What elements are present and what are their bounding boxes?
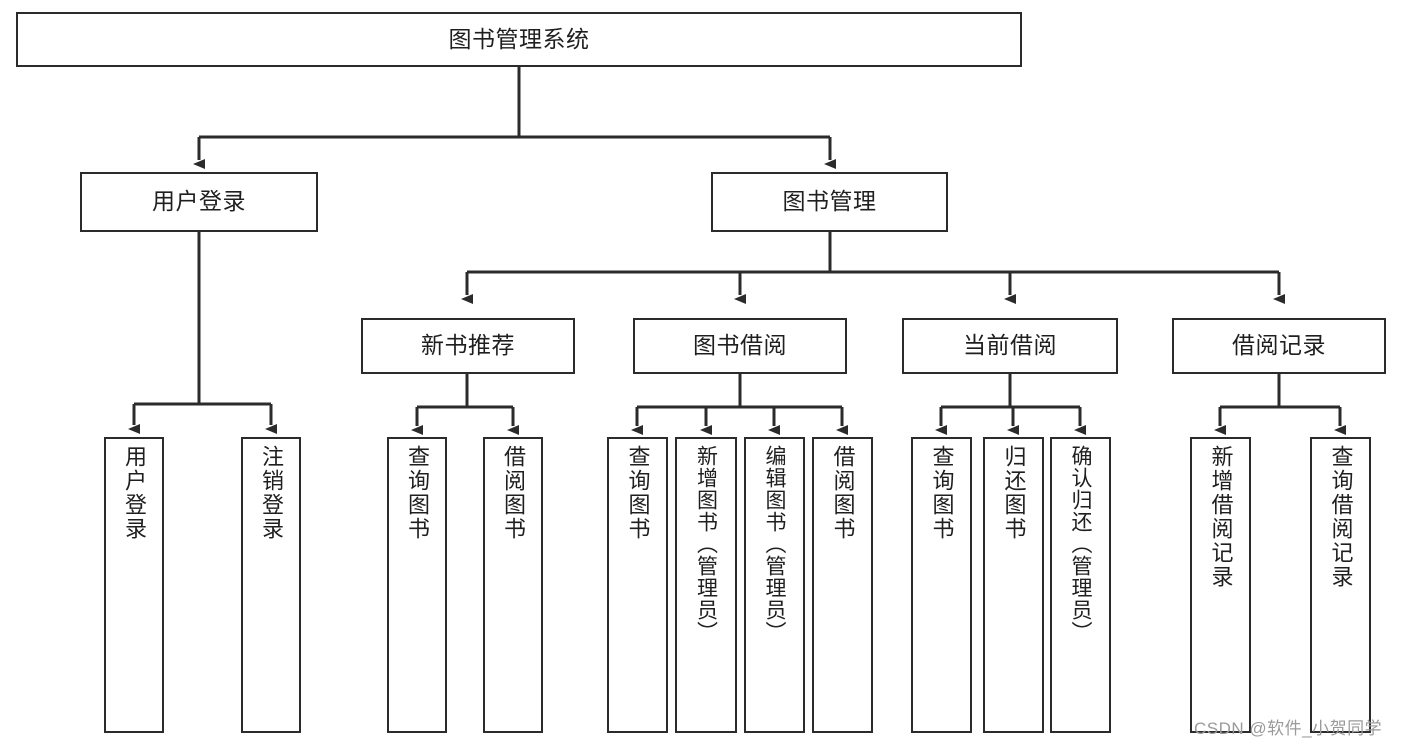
node-current-borrow-label: 当前借阅 [963,332,1057,359]
node-borrow-record-label: 借阅记录 [1232,332,1326,359]
node-new-book-recommend-label: 新书推荐 [421,332,515,359]
node-book-borrow[interactable]: 图书借阅 [633,318,847,374]
node-leaf-query-book-1-label: 查询图书 [405,445,430,541]
node-leaf-confirm-return[interactable]: 确认归还（管理员） [1050,437,1111,733]
node-leaf-borrow-book-1[interactable]: 借阅图书 [483,437,543,733]
node-leaf-logout-label: 注销登录 [259,445,284,541]
node-user-login-label: 用户登录 [152,188,246,215]
node-leaf-borrow-book-2-label: 借阅图书 [830,445,856,541]
node-leaf-query-book-3[interactable]: 查询图书 [911,437,972,733]
node-leaf-return-book-label: 归还图书 [1001,445,1027,541]
node-leaf-query-book-2[interactable]: 查询图书 [607,437,668,733]
node-leaf-return-book[interactable]: 归还图书 [983,437,1044,733]
node-root-label: 图书管理系统 [448,25,590,52]
node-leaf-query-book-1[interactable]: 查询图书 [387,437,447,733]
node-leaf-query-record[interactable]: 查询借阅记录 [1310,437,1371,733]
node-leaf-edit-book-label: 编辑图书（管理员） [763,445,786,643]
node-leaf-query-book-2-label: 查询图书 [625,445,651,541]
node-current-borrow[interactable]: 当前借阅 [902,318,1118,374]
node-leaf-add-book-label: 新增图书（管理员） [694,445,718,643]
node-root[interactable]: 图书管理系统 [16,12,1022,67]
node-leaf-user-login-label: 用户登录 [122,445,147,541]
node-leaf-borrow-book-1-label: 借阅图书 [501,445,526,541]
node-leaf-query-book-3-label: 查询图书 [929,445,955,541]
node-leaf-borrow-book-2[interactable]: 借阅图书 [812,437,873,733]
node-leaf-user-login[interactable]: 用户登录 [104,437,164,733]
node-leaf-query-record-label: 查询借阅记录 [1328,445,1354,589]
node-leaf-add-record-label: 新增借阅记录 [1208,445,1234,589]
node-leaf-logout[interactable]: 注销登录 [241,437,301,733]
node-user-login[interactable]: 用户登录 [80,172,318,232]
node-borrow-record[interactable]: 借阅记录 [1172,318,1386,374]
node-new-book-recommend[interactable]: 新书推荐 [361,318,575,374]
node-book-manage-label: 图书管理 [782,188,877,215]
node-leaf-add-book[interactable]: 新增图书（管理员） [675,437,737,733]
node-leaf-add-record[interactable]: 新增借阅记录 [1190,437,1251,733]
node-leaf-edit-book[interactable]: 编辑图书（管理员） [744,437,805,733]
csdn-watermark: CSDN @软件_小贺同学 [1194,719,1383,738]
node-leaf-confirm-return-label: 确认归还（管理员） [1069,445,1092,643]
node-book-borrow-label: 图书借阅 [693,332,787,359]
node-book-manage[interactable]: 图书管理 [711,172,948,232]
